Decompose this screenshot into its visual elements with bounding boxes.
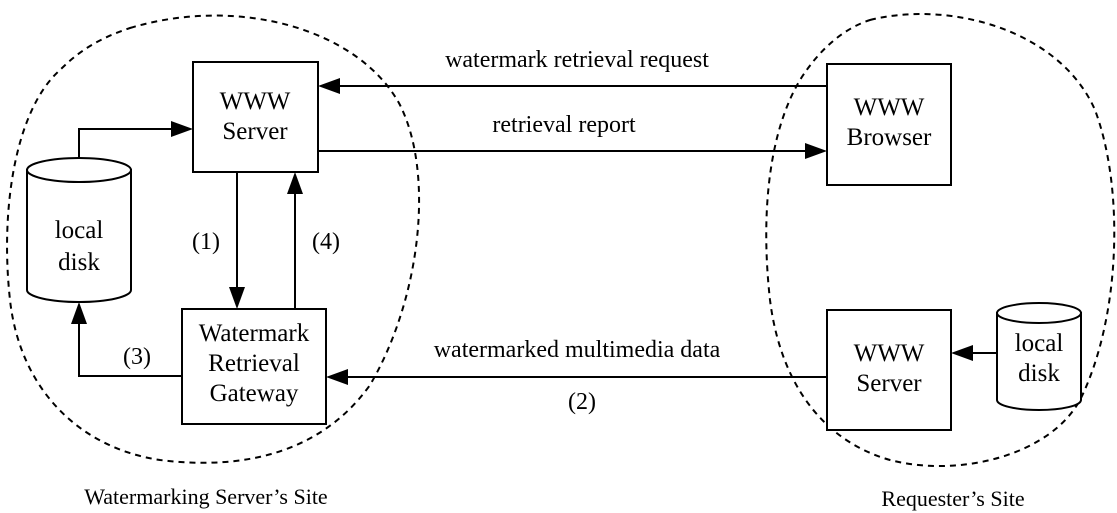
www-browser-box[interactable] [826,63,952,186]
local-disk-left-label-line2: disk [58,249,100,276]
requester-site-label: Requester’s Site [881,486,1024,511]
watermarking-server-site-boundary [6,14,421,464]
data-arrow [326,369,827,385]
watermark-retrieval-gateway-box[interactable] [181,308,327,425]
watermarking-server-site-label: Watermarking Server’s Site [84,484,327,509]
request-label: watermark retrieval request [445,47,709,73]
www-browser-label-line1: WWW [854,94,925,121]
www-server-label-line1: WWW [220,88,291,115]
local-disk-right-label-line2: disk [1018,360,1060,387]
www-server-label-line2: Server [222,118,288,145]
gateway-label-line3: Gateway [210,380,299,407]
local-disk-left-label-line1: local [55,217,104,244]
step1-arrow [229,172,245,309]
step4-label: (4) [312,229,340,255]
requester-www-server-box[interactable] [826,309,952,431]
requester-www-server-label-line1: WWW [854,340,925,367]
gateway-label-line1: Watermark [199,320,310,347]
step1-label: (1) [192,229,220,255]
local-disk-left-cylinder[interactable] [26,157,132,303]
gateway-label-line2: Retrieval [208,350,300,377]
step4-arrow [287,172,303,309]
requester-site-boundary [765,13,1116,467]
report-arrow [318,143,827,159]
step3-arrow [71,302,182,377]
disk-to-server-arrow [78,121,193,158]
step2-label: (2) [568,389,596,415]
www-browser-label-line2: Browser [847,124,932,151]
report-label: retrieval report [492,112,636,138]
local-disk-right-cylinder[interactable] [996,302,1082,411]
requester-www-server-label-line2: Server [856,370,922,397]
local-disk-right-label-line1: local [1015,330,1064,357]
data-label: watermarked multimedia data [434,337,721,363]
right-disk-to-server-arrow [951,345,997,361]
www-server-box[interactable] [192,61,319,173]
step3-label: (3) [123,344,151,370]
request-arrow [318,78,827,94]
